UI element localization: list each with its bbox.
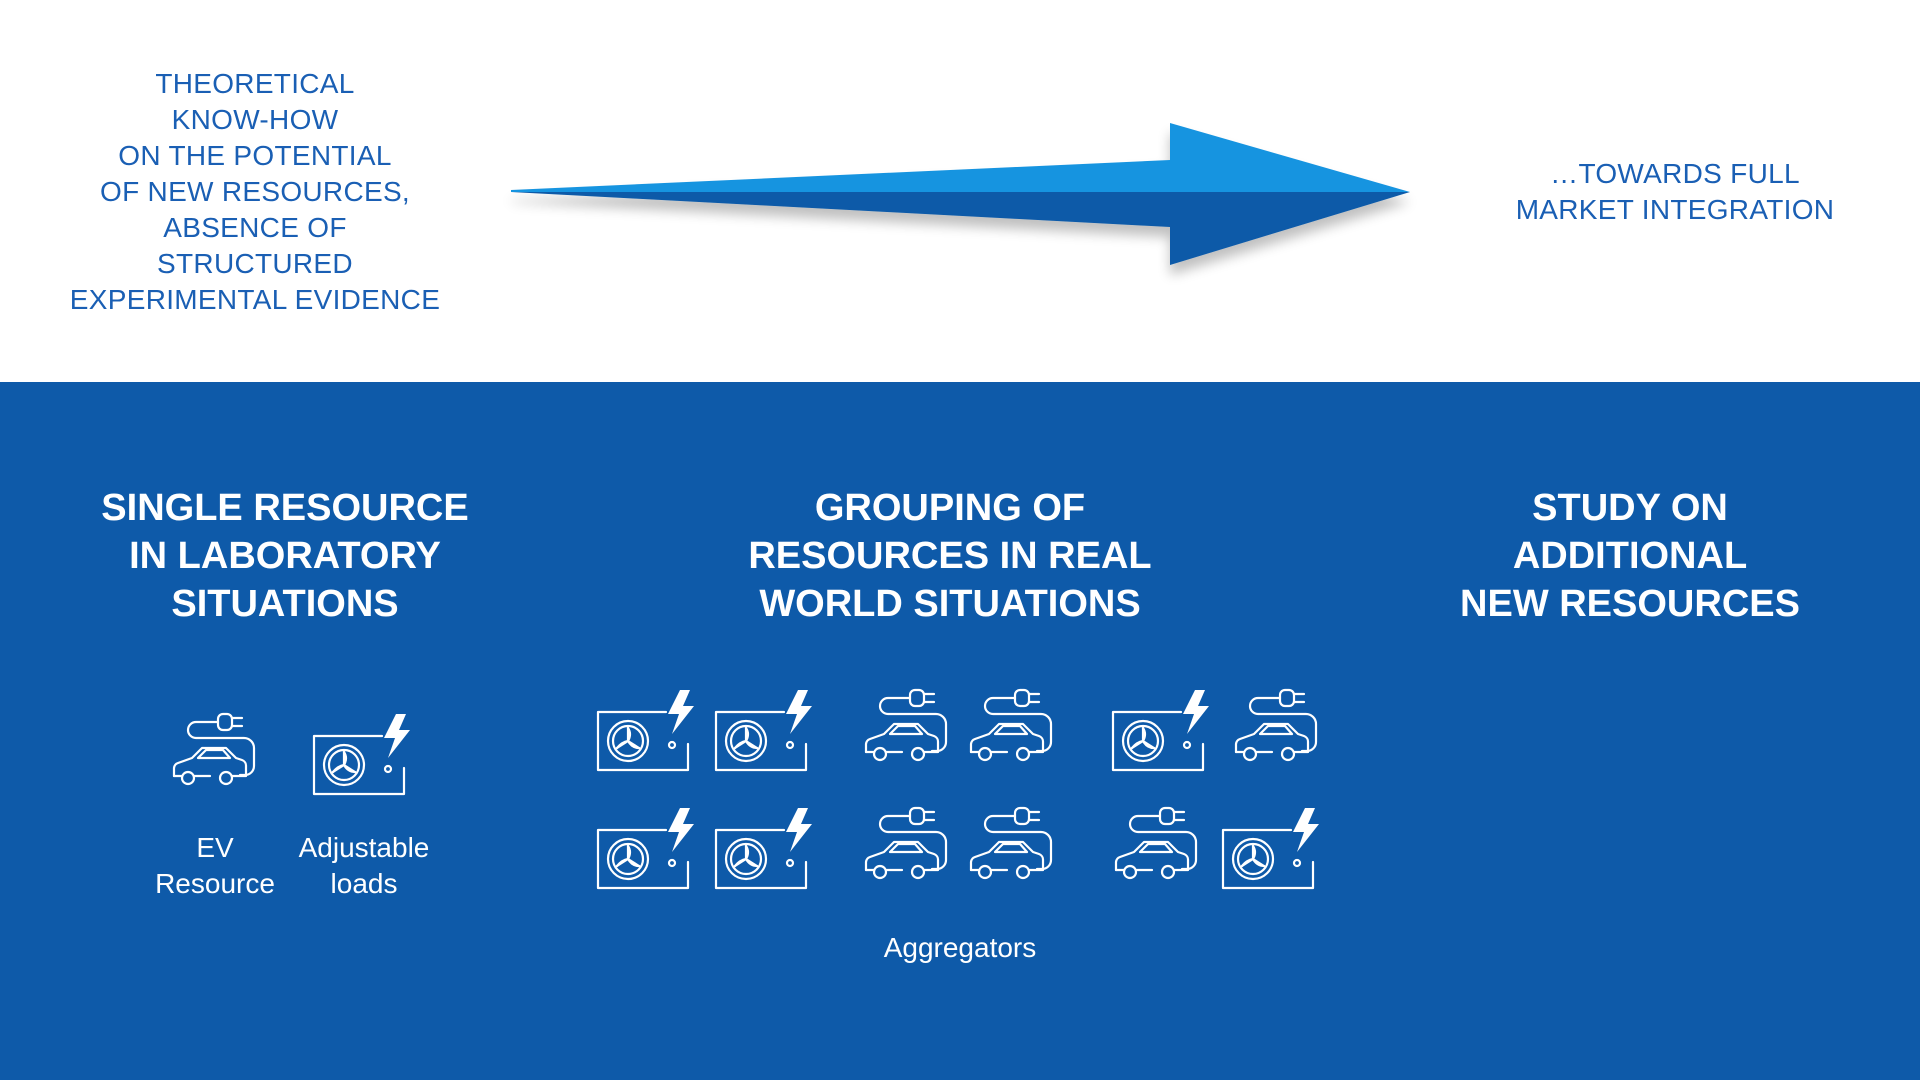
progress-arrow [511, 123, 1410, 265]
phase-title-line: STUDY ON [1532, 487, 1728, 529]
phase-title-line: SINGLE RESOURCE [101, 487, 469, 529]
phase-title-line: ADDITIONAL [1512, 535, 1748, 577]
phase-title-single-resource: SINGLE RESOURCE IN LABORATORY SITUATIONS [70, 484, 500, 628]
start-line: EXPERIMENTAL EVIDENCE [69, 284, 441, 315]
hvac-unit-lightning-icon [594, 688, 704, 774]
start-line: KNOW-HOW [171, 104, 339, 135]
hvac-unit-lightning-icon [310, 712, 420, 798]
phase-title-line: RESOURCES IN REAL [748, 535, 1152, 577]
phase-title-line: IN LABORATORY [129, 535, 441, 577]
end-state-text: …TOWARDS FULL MARKET INTEGRATION [1480, 156, 1870, 228]
hvac-unit-lightning-icon [712, 688, 822, 774]
end-line: …TOWARDS FULL [1550, 158, 1800, 189]
caption-line: Resource [155, 868, 275, 899]
ev-charging-car-icon [1230, 686, 1322, 772]
caption-ev-resource: EV Resource [145, 830, 285, 902]
phases-band: SINGLE RESOURCE IN LABORATORY SITUATIONS… [0, 382, 1920, 1080]
start-state-text: THEORETICAL KNOW-HOW ON THE POTENTIAL OF… [40, 66, 470, 318]
start-line: OF NEW RESOURCES, [99, 176, 410, 207]
start-line: ON THE POTENTIAL [118, 140, 392, 171]
hvac-unit-lightning-icon [594, 806, 704, 892]
phase-title-line: GROUPING OF [814, 487, 1086, 529]
phase-title-grouping: GROUPING OF RESOURCES IN REAL WORLD SITU… [715, 484, 1185, 628]
phase-title-study: STUDY ON ADDITIONAL NEW RESOURCES [1410, 484, 1850, 628]
hvac-unit-lightning-icon [1109, 688, 1219, 774]
caption-line: Adjustable [298, 832, 430, 863]
hvac-unit-lightning-icon [1219, 806, 1329, 892]
top-band: THEORETICAL KNOW-HOW ON THE POTENTIAL OF… [0, 0, 1920, 382]
caption-line: loads [330, 868, 398, 899]
arrow-upper-half [511, 123, 1410, 192]
phase-title-line: WORLD SITUATIONS [759, 583, 1141, 625]
ev-charging-car-icon [860, 804, 952, 890]
phase-title-line: SITUATIONS [171, 583, 399, 625]
caption-line: EV [196, 832, 234, 863]
caption-adjustable-loads: Adjustable loads [284, 830, 444, 902]
ev-charging-car-icon [965, 804, 1057, 890]
ev-charging-car-icon [965, 686, 1057, 772]
start-line: THEORETICAL [155, 68, 355, 99]
arrow-lower-half [511, 192, 1410, 265]
caption-aggregators: Aggregators [883, 932, 1037, 963]
start-line: STRUCTURED [157, 248, 353, 279]
hvac-unit-lightning-icon [712, 806, 822, 892]
ev-charging-car-icon [1110, 804, 1202, 890]
ev-charging-car-icon [168, 710, 260, 796]
end-line: MARKET INTEGRATION [1515, 194, 1835, 225]
start-line: ABSENCE OF [163, 212, 347, 243]
ev-charging-car-icon [860, 686, 952, 772]
phase-title-line: NEW RESOURCES [1460, 583, 1800, 625]
